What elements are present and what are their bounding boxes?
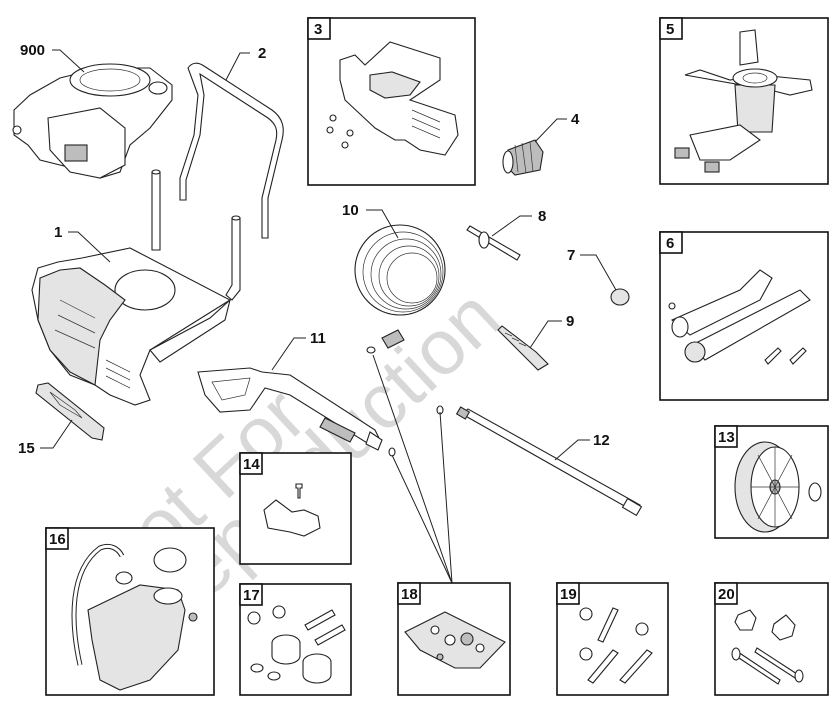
kit-label-18: 18 [401,586,418,603]
callout-line-1 [68,231,111,263]
callout-9: 9 [566,313,574,330]
callout-line-10 [366,209,399,239]
callout-4: 4 [571,111,580,128]
callout-line-11 [271,337,306,371]
kit-box-13[interactable]: 13 [714,425,829,539]
callout-2: 2 [258,45,266,62]
axle-pin-part[interactable] [466,225,521,261]
callout-line-8 [491,215,532,237]
kit-box-19[interactable]: 19 [556,582,669,696]
kit-label-16: 16 [49,531,66,548]
handle-part[interactable] [179,62,284,239]
callout-line-18-c [391,454,453,584]
callout-12: 12 [593,432,610,449]
spray-wand-part[interactable] [436,405,643,517]
callout-line-900 [52,49,85,73]
kit-label-19: 19 [560,586,577,603]
kit-box-20[interactable]: 20 [714,582,829,696]
callout-line-18-a [372,354,453,584]
callout-line-12 [554,439,590,461]
callout-900: 900 [20,42,45,59]
engine-part[interactable] [12,63,173,179]
callout-10: 10 [342,202,359,219]
kit-label-20: 20 [718,586,735,603]
kit-label-6: 6 [666,235,674,252]
kit-box-18[interactable]: 18 [397,582,511,696]
callout-line-9 [529,320,562,349]
kit-label-17: 17 [243,587,260,604]
callout-1: 1 [54,224,62,241]
callout-line-7 [580,254,617,291]
callout-11: 11 [310,330,326,347]
hose-part[interactable] [354,224,446,354]
kit-label-5: 5 [666,21,674,38]
callout-8: 8 [538,208,546,225]
cover-plate-part[interactable] [35,382,105,441]
kit-label-14: 14 [243,456,260,473]
kit-label-13: 13 [718,429,735,446]
nozzle-cap-part[interactable] [502,139,544,176]
kit-box-6[interactable]: 6 [659,231,829,401]
kit-box-5[interactable]: 5 [659,17,829,185]
callout-line-4 [534,118,567,143]
kit-box-14[interactable]: 14 [239,452,352,565]
clip-part[interactable] [497,325,549,371]
base-frame-part[interactable] [31,169,241,406]
callout-line-2 [225,52,250,81]
callout-line-15 [40,419,73,449]
callout-line-18-b [439,411,453,584]
callout-7: 7 [567,247,575,264]
cap-part[interactable] [610,288,630,306]
kit-box-16[interactable]: 16 [45,527,215,696]
spray-gun-part[interactable] [197,367,396,457]
kit-box-17[interactable]: 17 [239,583,352,696]
callout-15: 15 [18,440,35,457]
kit-label-3: 3 [314,21,322,38]
kit-box-3[interactable]: 3 [307,17,476,186]
